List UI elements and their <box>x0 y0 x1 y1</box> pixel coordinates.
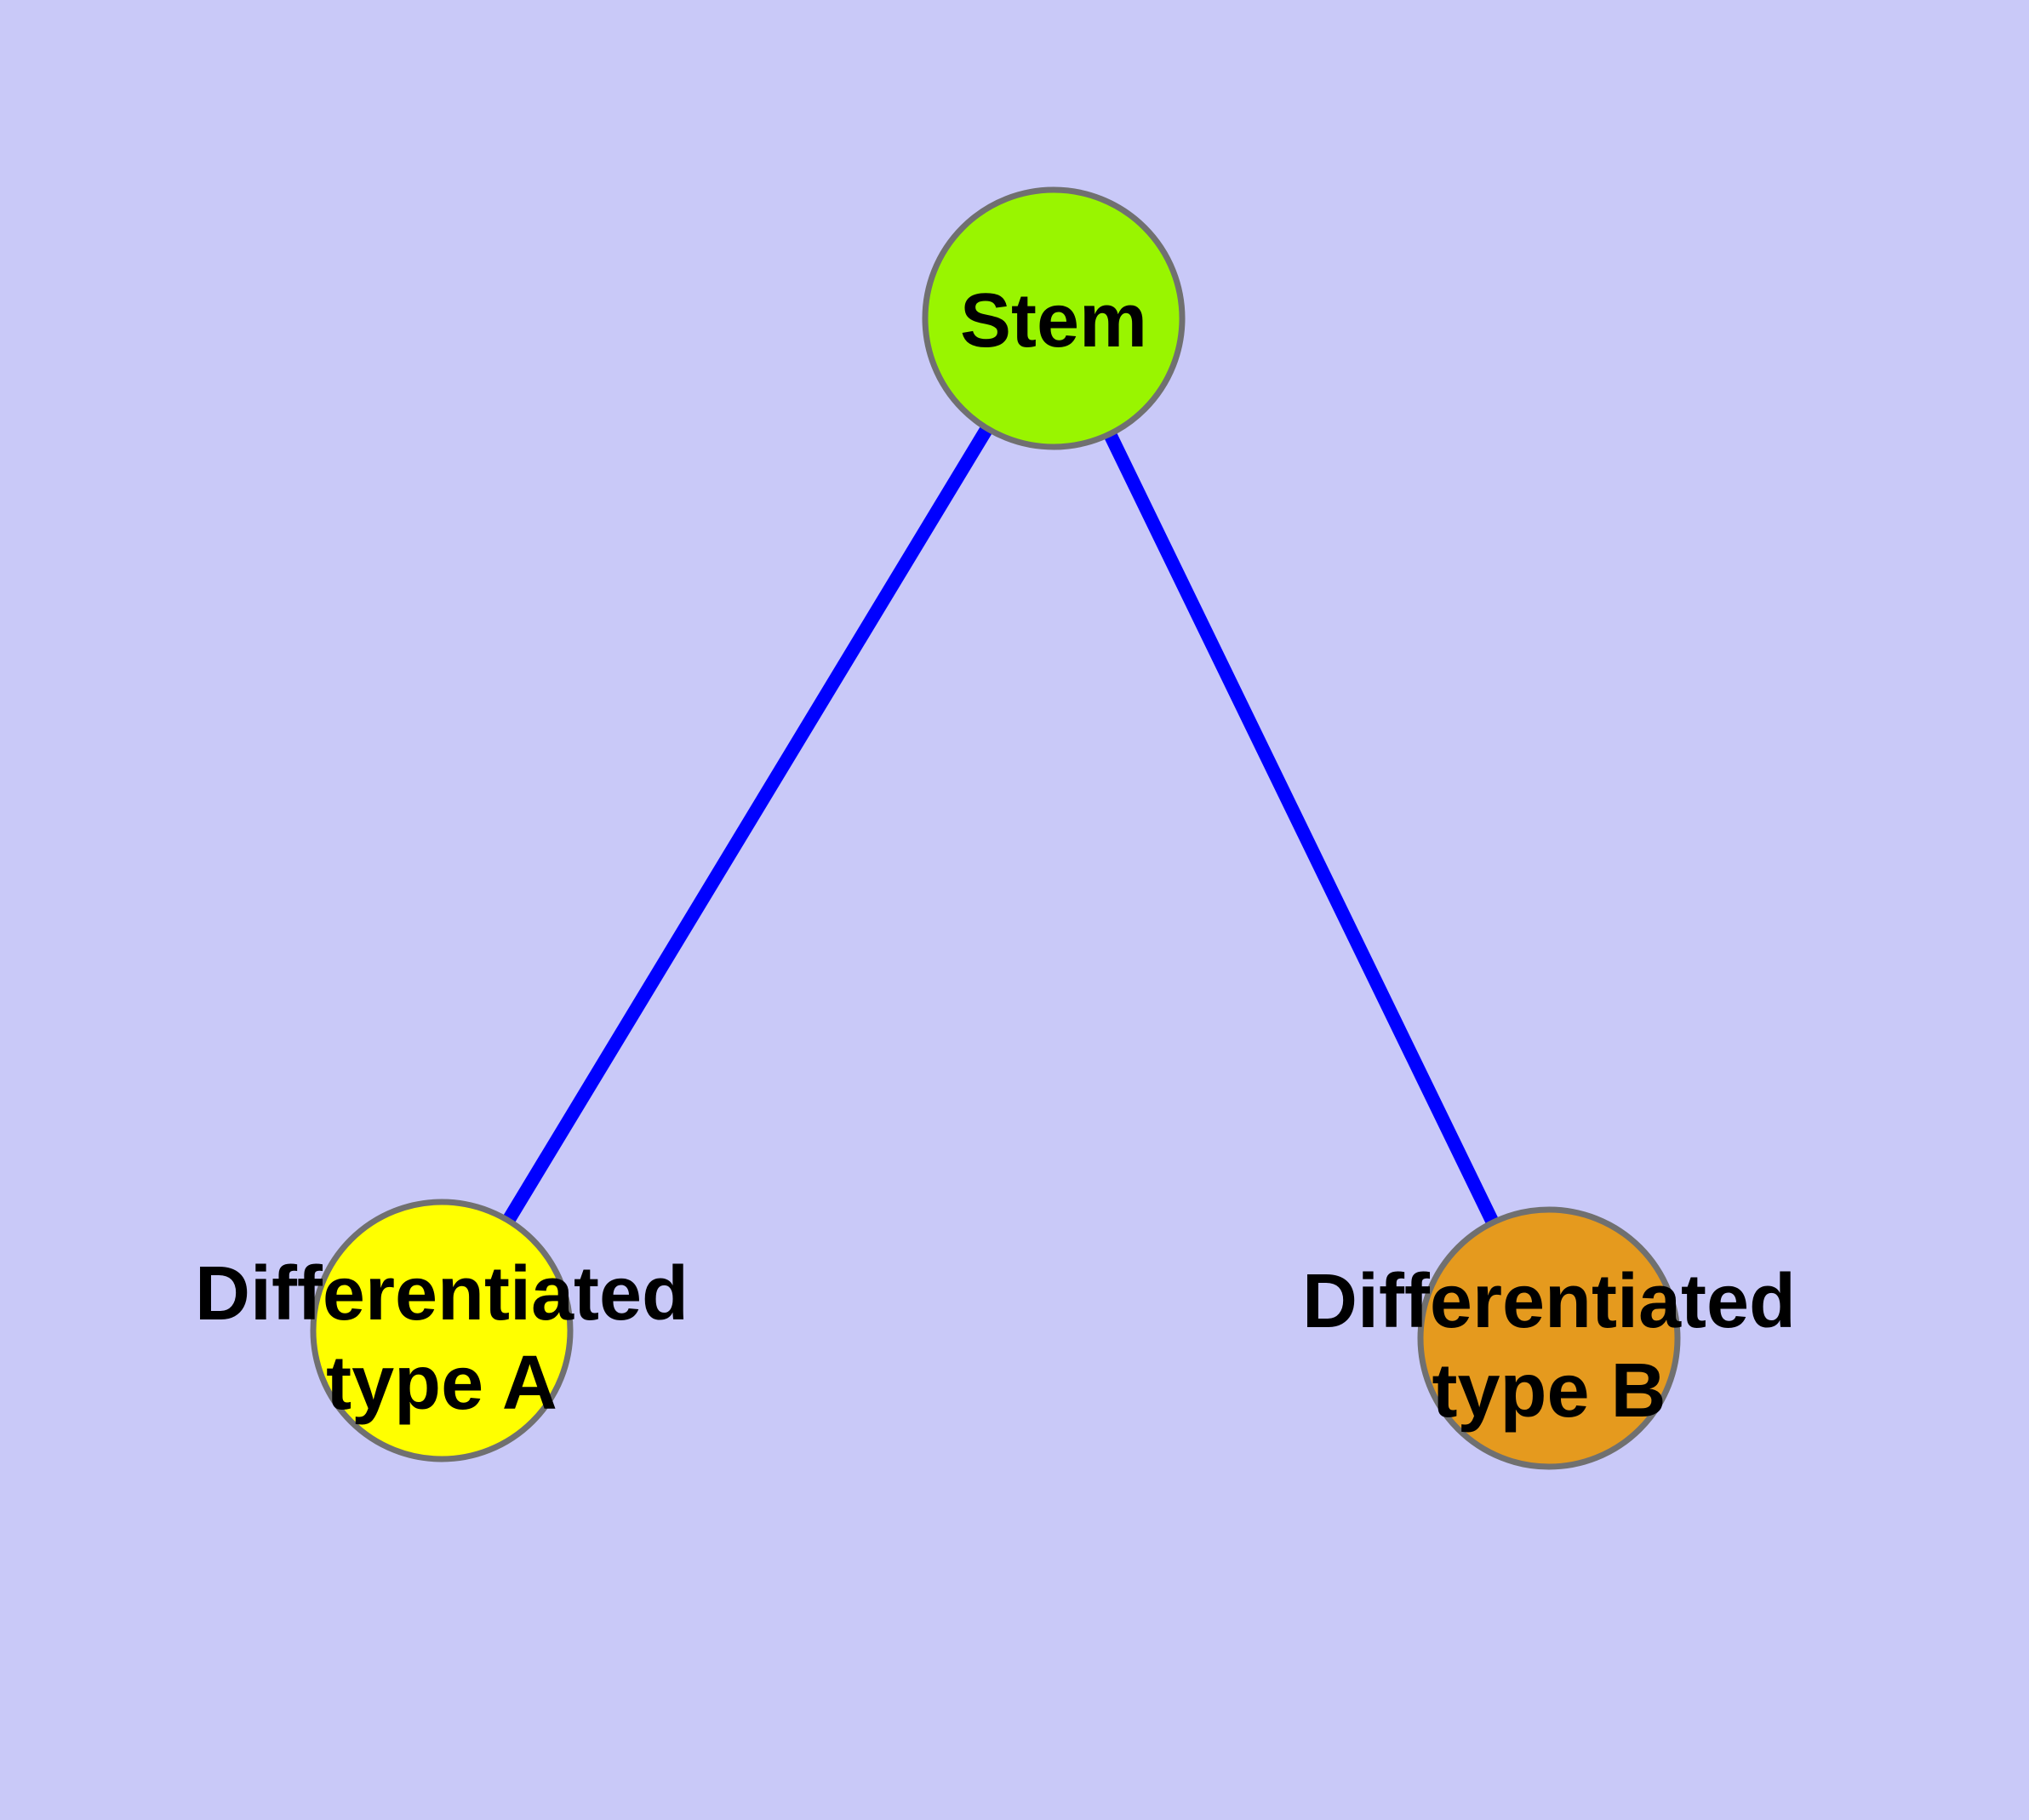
node-stem <box>922 186 1186 450</box>
edge-stem-to-type-a <box>436 314 1060 1335</box>
node-type-b-label-line1: Differentiated <box>1302 1259 1796 1344</box>
node-stem-label: Stem <box>960 278 1147 363</box>
node-type-b <box>1417 1206 1681 1470</box>
node-type-a <box>310 1199 574 1462</box>
node-type-b-label-line2: type B <box>1432 1348 1666 1434</box>
edge-stem-to-type-b <box>1047 315 1556 1342</box>
node-type-a-label-line2: type A <box>326 1341 557 1426</box>
node-type-a-label-line1: Differentiated <box>195 1251 689 1336</box>
